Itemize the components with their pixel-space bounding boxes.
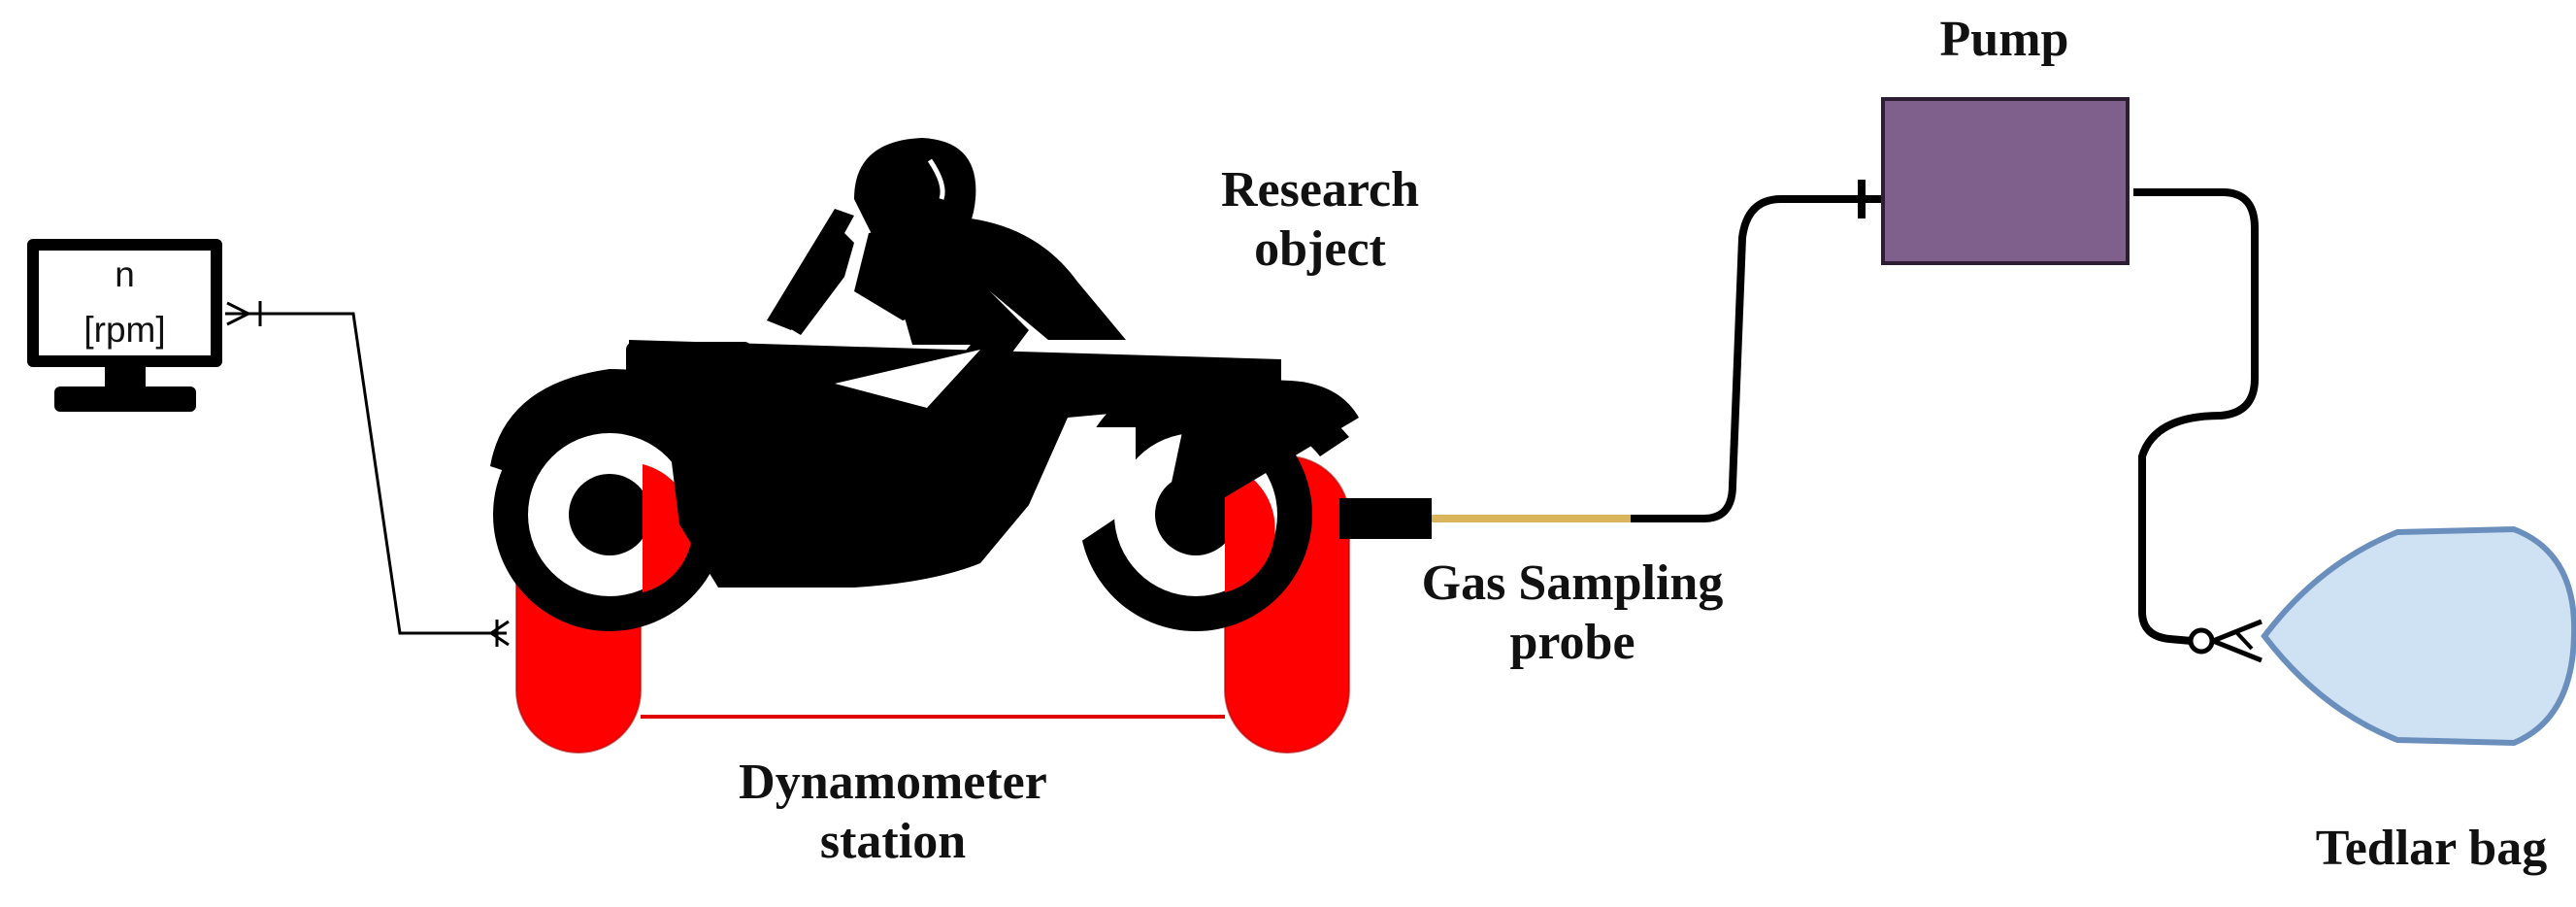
monitor-icon xyxy=(27,239,222,412)
research-object-line1: Research xyxy=(1220,162,1420,218)
monitor-line-n: n xyxy=(115,254,135,294)
monitor-line-rpm: [rpm] xyxy=(83,310,166,351)
monitor-display: n [rpm] xyxy=(39,247,211,358)
research-object-label: Research object xyxy=(1165,160,1475,280)
pump-label: Pump xyxy=(1859,10,2150,69)
tedlar-bag-icon xyxy=(2261,525,2576,747)
dynamometer-line2: station xyxy=(819,814,967,870)
sample-hose-to-bag xyxy=(2133,188,2259,645)
tedlar-bag-text: Tedlar bag xyxy=(2315,821,2548,876)
tedlar-bag-label: Tedlar bag xyxy=(2291,819,2572,878)
sample-hose-to-pump xyxy=(1631,195,1849,522)
pump-label-text: Pump xyxy=(1939,12,2069,67)
probe-label: Gas Sampling probe xyxy=(1378,554,1767,673)
valve-icon xyxy=(2188,619,2262,663)
dynamometer-label: Dynamometer station xyxy=(689,753,1097,872)
dynamometer-line1: Dynamometer xyxy=(739,755,1047,810)
probe-line1: Gas Sampling xyxy=(1421,555,1724,611)
motorcycle-rider-icon xyxy=(490,138,1432,631)
monitor-cable xyxy=(225,301,510,647)
research-object-line2: object xyxy=(1254,221,1386,278)
pump-box xyxy=(1881,97,2130,265)
probe-line2: probe xyxy=(1509,615,1635,671)
pump-inlet-connector xyxy=(1849,180,1883,218)
